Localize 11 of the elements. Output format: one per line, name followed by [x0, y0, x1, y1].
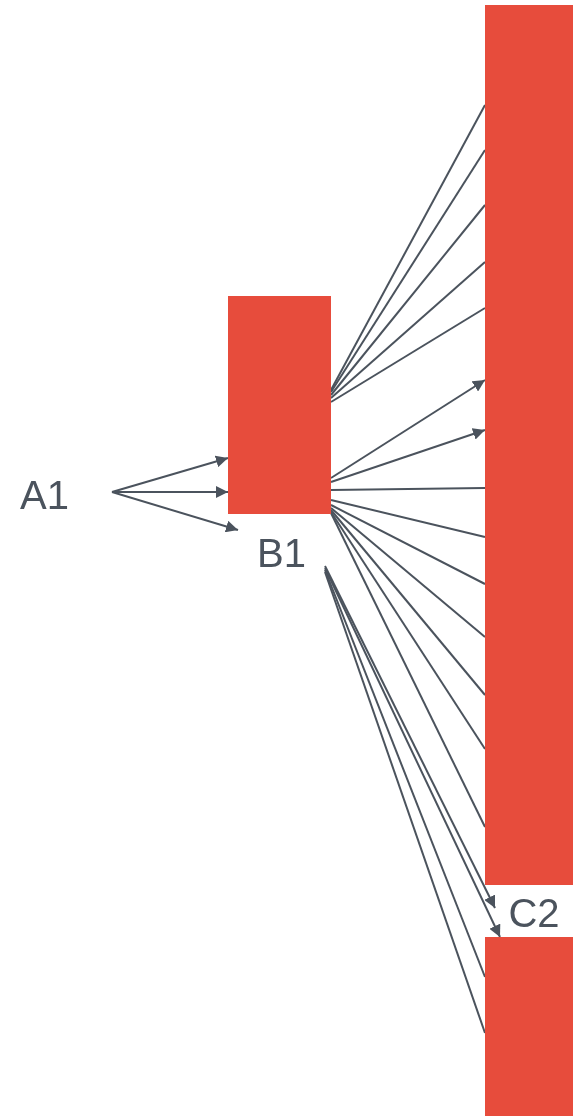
bar [485, 5, 573, 885]
bar [228, 296, 331, 514]
arrow [330, 379, 486, 479]
arrow [330, 428, 486, 483]
node-label: C2 [508, 893, 560, 933]
arrow [111, 486, 229, 498]
arrow [111, 455, 229, 493]
node-label: B1 [257, 533, 306, 573]
arrow [111, 491, 239, 533]
bar [485, 937, 573, 1116]
node-label: A1 [20, 475, 69, 515]
